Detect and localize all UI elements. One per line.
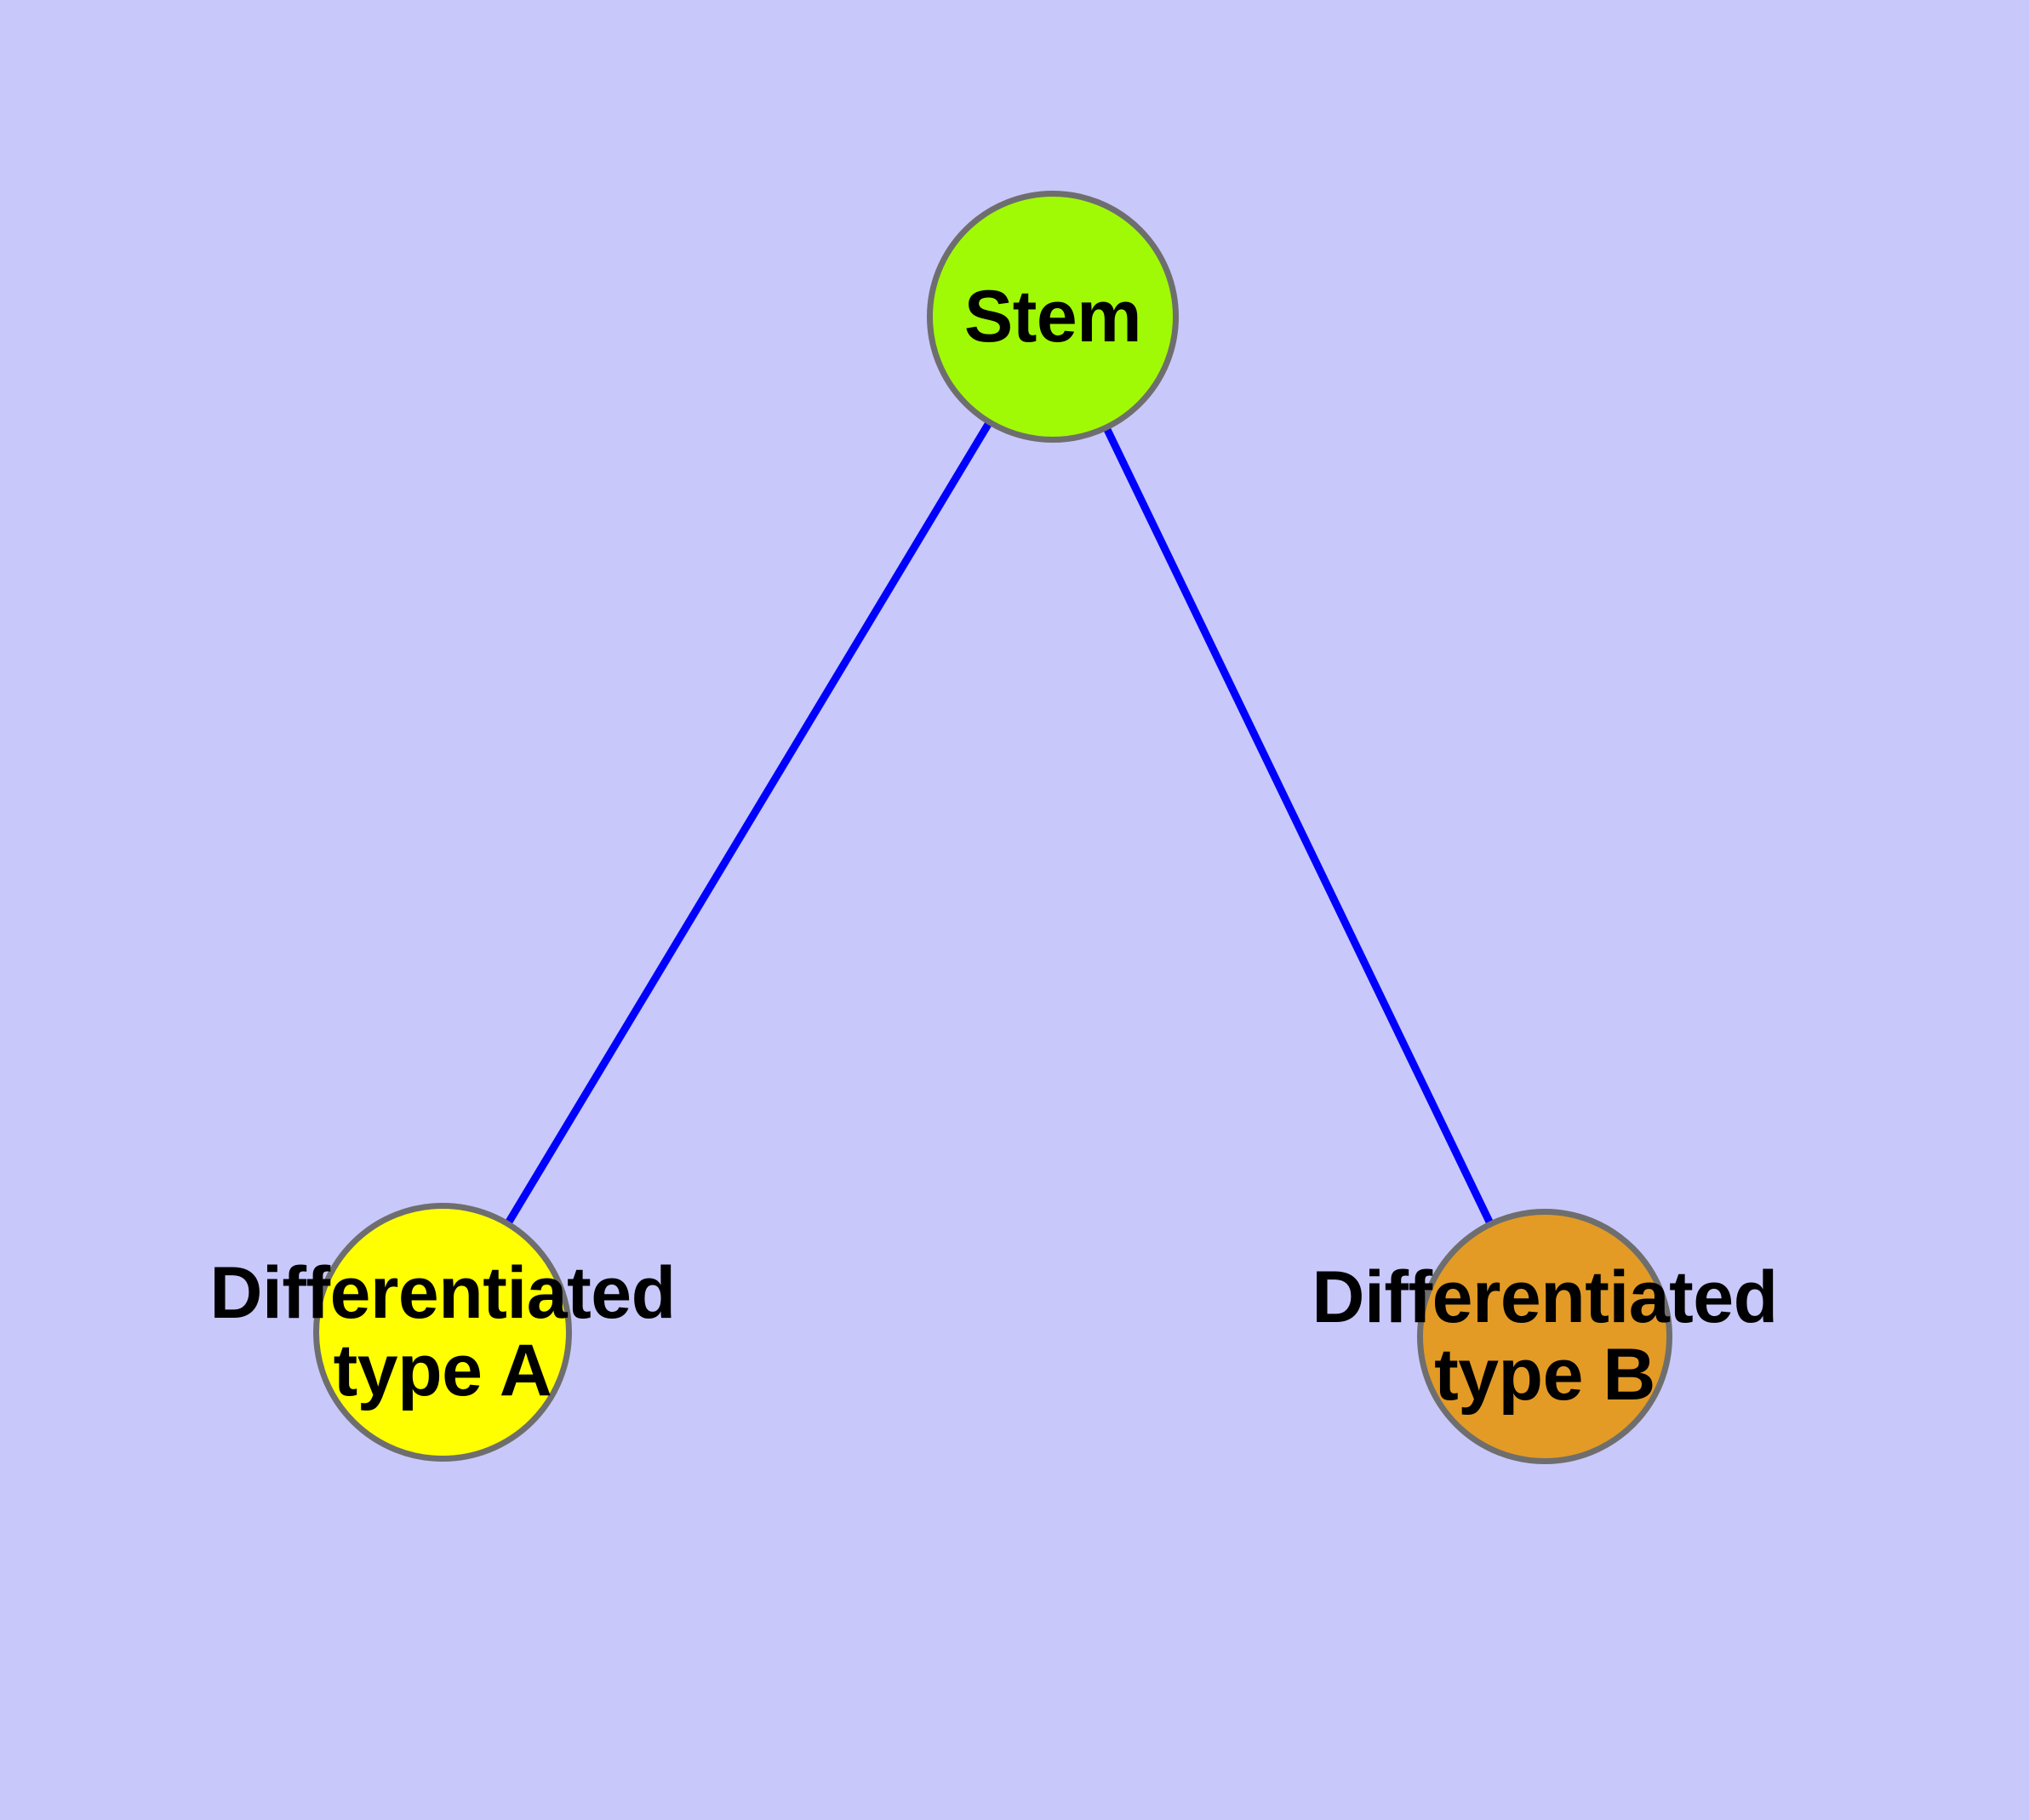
edge-stem-to-differentiated-type-b: [1102, 425, 1495, 1227]
edge-stem-to-differentiated-type-a: [504, 420, 993, 1227]
node-stem[interactable]: [927, 191, 1179, 443]
node-differentiated-type-a[interactable]: [313, 1203, 572, 1462]
node-differentiated-type-b[interactable]: [1417, 1209, 1672, 1464]
